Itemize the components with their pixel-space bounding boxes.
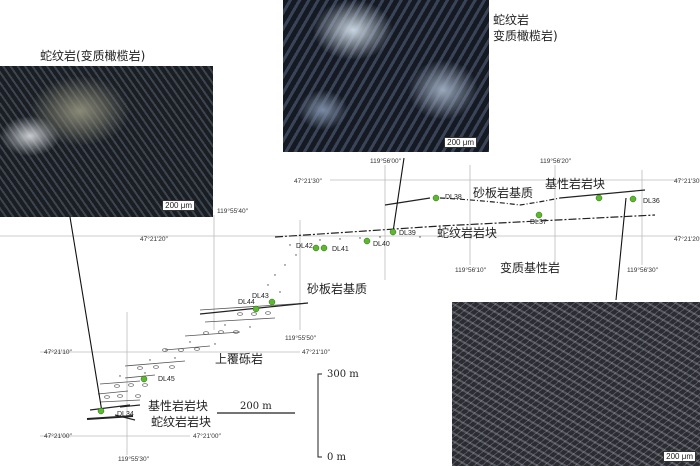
photomicrograph-top: 200 μm (283, 0, 489, 152)
horizontal-scale-label: 200 m (240, 401, 272, 412)
leader-left-photo (69, 216, 103, 413)
coord-label: 119°55′30″ (118, 455, 150, 463)
photo-caption-bottom-right: 变质基性岩 (500, 260, 560, 275)
vertical-scale-bottom-label: 0 m (327, 452, 347, 463)
unit-label-mafic-block: 基性岩岩块 (148, 398, 208, 413)
coord-label: 47°21′30″ (294, 177, 323, 185)
unit-label-sandstone-slate: 砂板岩基质 (473, 185, 533, 200)
sample-label: DL40 (373, 241, 390, 248)
photo-scale-label: 200 μm (663, 451, 696, 462)
photomicrograph-left: 200 μm (0, 66, 213, 217)
sample-label: DL37 (530, 219, 547, 226)
photo-scale-label: 200 μm (162, 200, 195, 211)
sample-label: DL42 (296, 243, 313, 250)
photo-caption-top-1: 蛇纹岩 (493, 12, 529, 27)
conglomerate-layers (97, 302, 309, 403)
unit-label-sandstone-slate: 砂板岩基质 (307, 281, 367, 296)
coord-label: 119°56′10″ (455, 266, 487, 274)
sample-point-dl39[interactable] (389, 228, 397, 236)
pebbles (104, 311, 271, 399)
sample-point-dl44[interactable] (252, 305, 260, 313)
sample-label: DL41 (332, 246, 349, 253)
coord-label: 119°56′30″ (627, 266, 659, 274)
coord-label: 47°21′00″ (193, 432, 222, 440)
coord-label: 119°55′40″ (217, 207, 249, 215)
fault-upper-dashed (439, 197, 561, 206)
vertical-scale-top-label: 300 m (327, 369, 359, 380)
sample-point-dl43[interactable] (268, 298, 276, 306)
sample-label: DL43 (252, 293, 269, 300)
coord-label: 47°21′10″ (302, 348, 331, 356)
fault-upper-east (559, 189, 646, 199)
leader-bottom-photo (615, 197, 627, 301)
leader-top-photo (392, 157, 405, 233)
photomicrograph-bottom-right: 200 μm (452, 302, 700, 466)
sample-label: DL34 (117, 411, 134, 418)
fault-lower (274, 214, 656, 238)
sample-point-dl42[interactable] (312, 244, 320, 252)
coord-label: 119°56′20″ (540, 157, 572, 165)
sample-point-dl40[interactable] (363, 237, 371, 245)
sample-point-dl38[interactable] (432, 194, 440, 202)
unit-label-serpentinite-block: 蛇纹岩岩块 (151, 414, 211, 429)
vertical-scale-bar (317, 373, 322, 458)
unit-label-conglomerate: 上覆砾岩 (215, 351, 263, 366)
serpentinite-strip (86, 415, 134, 420)
coord-label: 47°21′20″ (140, 235, 169, 243)
sample-point-dl45[interactable] (140, 375, 148, 383)
sample-label: DL36 (643, 198, 660, 205)
unit-label-mafic-block: 基性岩岩块 (545, 176, 605, 191)
grid (0, 165, 680, 455)
photo-scale-label: 200 μm (444, 137, 477, 148)
sample-label: DL44 (238, 299, 255, 306)
unit-label-serpentinite-block: 蛇纹岩岩块 (437, 225, 497, 240)
coord-label: 119°56′00″ (370, 157, 402, 165)
sample-label: DL39 (399, 230, 416, 237)
sample-points (97, 194, 637, 415)
sample-point-dl36[interactable] (629, 195, 637, 203)
sample-label: DL45 (158, 376, 175, 383)
sample-point-dl34[interactable] (97, 407, 105, 415)
coord-label: 47°21′20″ (674, 235, 700, 243)
matrix-dots (119, 236, 421, 377)
sample-point-dl41[interactable] (320, 244, 328, 252)
serpentinite-leader (114, 414, 136, 421)
fault-upper-solid (384, 197, 431, 206)
mafic-leader (119, 404, 141, 408)
coord-label: 119°55′50″ (285, 334, 317, 342)
fault-block-sw (89, 404, 131, 411)
coord-label: 47°21′10″ (44, 348, 73, 356)
sample-label: DL38 (445, 194, 462, 201)
coord-label: 47°21′00″ (44, 432, 73, 440)
coord-label: 47°21′30″ (674, 177, 700, 185)
sample-point-dl37[interactable] (535, 211, 543, 219)
sample-point-dl-mafic[interactable] (595, 194, 603, 202)
photo-leaders (69, 157, 627, 413)
photo-caption-top-2: 变质橄榄岩) (493, 28, 558, 43)
faults (86, 189, 656, 421)
photo-caption-left: 蛇纹岩(变质橄榄岩) (40, 48, 145, 63)
